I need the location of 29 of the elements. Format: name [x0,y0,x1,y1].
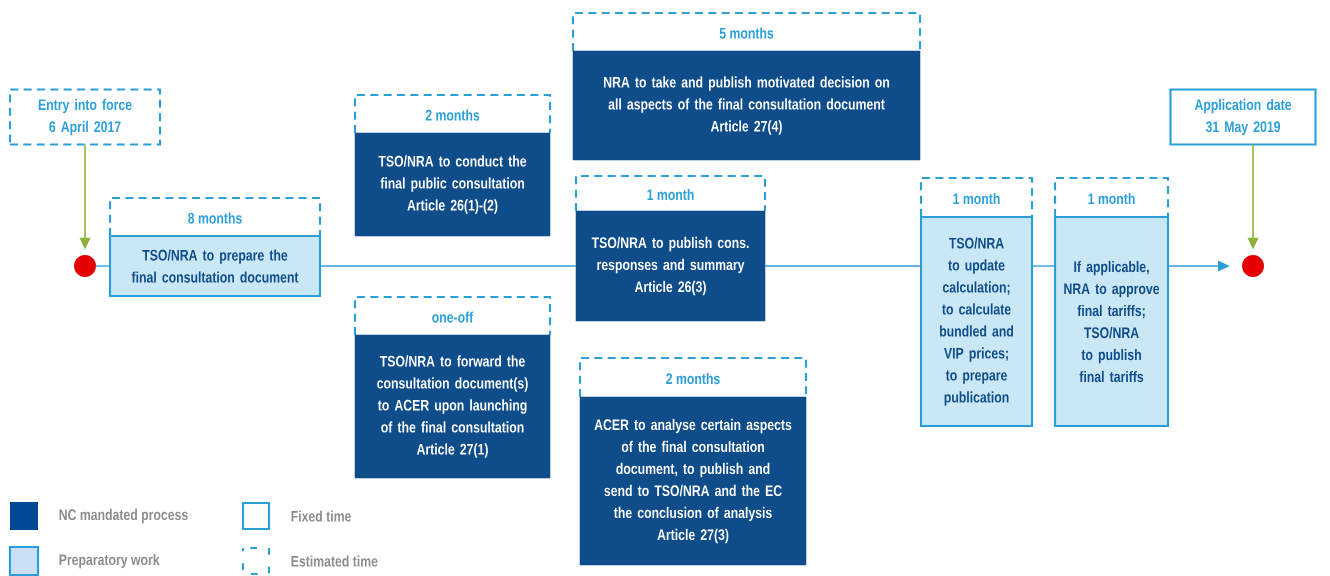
milestone-box: Entry into force 6 April 2017 [8,88,162,146]
duration-frame: 2 months [353,93,552,133]
duration-frame: 1 month [919,176,1034,217]
task-box: NRA to take and publish motivated decision on all aspects of the final consultation document Article 27(4) [572,50,921,161]
timeline [319,265,577,267]
task-box: TSO/NRA to update calculation; to calculate bundled and VIP prices; to prepare publication [919,215,1034,428]
duration-frame: 1 month [574,174,767,211]
timeline [95,265,111,267]
duration-frame: 2 months [578,356,808,397]
task-box: If applicable, NRA to approve final tariffs; TSO/NRA to publish final tariffs [1053,215,1170,428]
task-box: TSO/NRA to forward the consultation document(s) to ACER upon launching of the final consultation Article 27(1) [354,334,551,479]
legend-label: Preparatory work [59,553,160,569]
arrow [1167,260,1230,272]
timeline-dot [1242,255,1264,277]
task-box: TSO/NRA to publish cons. responses and summary Article 26(3) [575,210,766,322]
timeline [1031,265,1056,267]
duration-frame: 8 months [108,196,322,236]
duration-frame: one-off [353,295,552,335]
task-box: TSO/NRA to conduct the final public consultation Article 26(1)-(2) [354,132,551,237]
timeline [764,265,922,267]
duration-frame: 5 months [571,11,922,51]
legend-label: Fixed time [291,510,351,522]
milestone-box: Application date 31 May 2019 [1169,88,1317,146]
task-box: ACER to analyse certain aspects of the final consultation document, to publish and send to TSO/NRA and the EC the conclusion of analysis Article 27(3) [579,396,807,566]
legend-label: NC mandated process [59,508,188,524]
task-box: TSO/NRA to prepare the final consultation document [108,234,322,298]
legend-label: Estimated time [291,555,378,567]
timeline-dot [74,255,96,277]
duration-frame: 1 month [1053,176,1170,217]
